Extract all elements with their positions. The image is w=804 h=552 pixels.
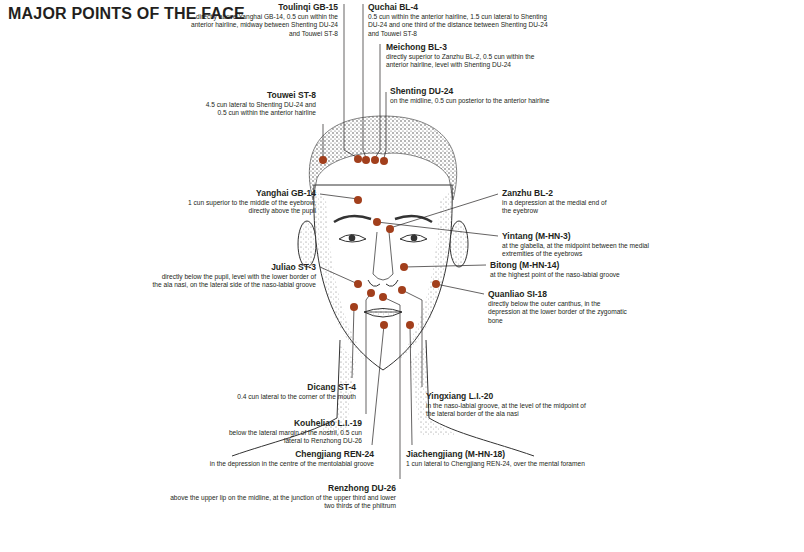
leader-line xyxy=(344,4,358,158)
leader-line xyxy=(404,265,486,267)
leader-line xyxy=(363,4,366,158)
point-name: Kouheliao L.I.-19 xyxy=(212,418,362,428)
point-name: Quanliao SI-18 xyxy=(488,289,628,299)
leader-line xyxy=(384,92,386,158)
nose xyxy=(373,232,393,280)
ear xyxy=(450,221,468,267)
point-name: Shenting DU-24 xyxy=(390,86,580,96)
leader-line xyxy=(402,290,422,387)
face-shading xyxy=(396,190,452,364)
acupoint xyxy=(406,321,414,329)
eyebrow xyxy=(395,216,432,222)
neck-shading xyxy=(410,345,461,436)
point-description: directly above Yanghai GB-14, 0.5 cun wi… xyxy=(188,13,338,38)
acupoint xyxy=(432,280,440,288)
mouth-line xyxy=(364,312,402,313)
leader-line xyxy=(323,124,324,157)
ear xyxy=(298,221,316,267)
acupoint xyxy=(373,218,381,226)
leader-line xyxy=(320,194,358,199)
point-name: Jiachengjiang (M-HN-18) xyxy=(406,449,606,459)
acupoint xyxy=(379,293,387,301)
acupoint xyxy=(354,196,362,204)
point-name: Yintang (M-HN-3) xyxy=(502,231,672,241)
point-name: Renzhong DU-26 xyxy=(166,483,396,493)
point-description: in a depression at the medial end of the… xyxy=(502,199,614,216)
eyebrow xyxy=(334,216,371,222)
leader-line xyxy=(436,284,484,294)
point-name: Dicang ST-4 xyxy=(206,382,356,392)
acupoint xyxy=(319,156,327,164)
point-name: Yanghai GB-14 xyxy=(176,188,316,198)
point-name: Juliao ST-3 xyxy=(146,262,316,272)
acupoint xyxy=(354,280,362,288)
acupoint xyxy=(371,156,379,164)
leader-line xyxy=(366,293,371,414)
leader-line xyxy=(375,44,380,158)
point-name: Bitong (M-HN-14) xyxy=(490,260,660,270)
point-name: Chengjiang REN-24 xyxy=(184,449,374,459)
mouth xyxy=(364,309,402,318)
point-name: Meichong BL-3 xyxy=(386,42,556,52)
acupoint xyxy=(400,263,408,271)
point-name: Toulinqi GB-15 xyxy=(178,2,338,12)
acupoint xyxy=(350,303,358,311)
point-description: 4.5 cun lateral to Shenting DU-24 and 0.… xyxy=(204,101,316,118)
point-description: at the glabella, at the midpoint between… xyxy=(502,242,672,259)
acupoint xyxy=(367,289,375,297)
point-description: 1 cun superior to the middle of the eyeb… xyxy=(176,199,316,216)
point-description: 0.5 cun within the anterior hairline, 1.… xyxy=(368,13,558,38)
point-description: above the upper lip on the midline, at t… xyxy=(166,494,396,511)
acupoint xyxy=(380,321,388,329)
acupoint xyxy=(362,156,370,164)
acupoint xyxy=(354,155,362,163)
point-name: Touwei ST-8 xyxy=(196,90,316,100)
leader-line xyxy=(377,222,498,236)
point-name: Zanzhu BL-2 xyxy=(502,188,622,198)
hair xyxy=(309,116,456,200)
point-description: directly below the outer canthus, in the… xyxy=(488,300,628,325)
leader-line xyxy=(352,307,354,378)
face-outline xyxy=(314,185,452,370)
eye xyxy=(339,235,366,243)
point-description: below the lateral margin of the nostril,… xyxy=(212,429,362,446)
leader-line xyxy=(410,325,412,445)
point-name: Quchai BL-4 xyxy=(368,2,558,12)
point-description: 0.4 cun lateral to the corner of the mou… xyxy=(196,393,356,401)
eye xyxy=(400,235,427,243)
leader-line xyxy=(390,194,498,228)
acupoints xyxy=(319,155,440,329)
point-description: in the naso-labial groove, at the level … xyxy=(426,402,596,419)
nostril xyxy=(368,280,398,286)
acupoint xyxy=(398,286,406,294)
acupoint xyxy=(386,225,394,233)
point-description: at the highest point of the naso-labial … xyxy=(490,271,665,279)
point-description: directly superior to Zanzhu BL-2, 0.5 cu… xyxy=(386,53,556,70)
leader-line xyxy=(372,325,384,445)
pupil xyxy=(411,235,418,242)
point-description: directly below the pupil, level with the… xyxy=(151,273,316,290)
leader-line xyxy=(320,267,358,284)
point-description: on the midline, 0.5 cun posterior to the… xyxy=(390,97,580,105)
point-name: Yingxiang L.I.-20 xyxy=(426,391,596,401)
face-shading xyxy=(314,190,370,364)
pupil xyxy=(349,235,356,242)
point-description: in the depression in the centre of the m… xyxy=(174,460,374,468)
point-description: 1 cun lateral to Chengjiang REN-24, over… xyxy=(406,460,606,468)
acupoint xyxy=(380,157,388,165)
